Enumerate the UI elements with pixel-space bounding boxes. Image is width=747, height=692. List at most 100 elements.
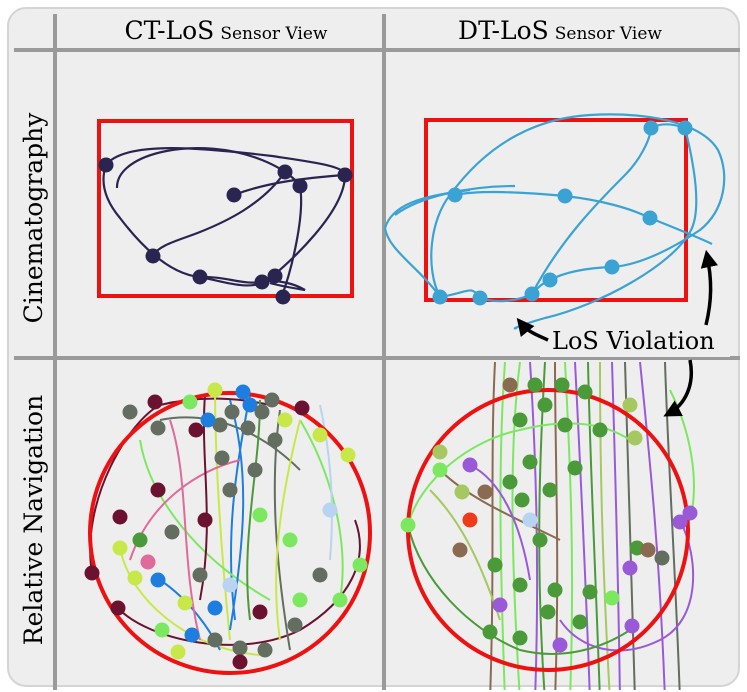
waypoint — [604, 590, 620, 606]
waypoint — [200, 412, 216, 428]
waypoint — [170, 644, 186, 660]
waypoint — [232, 640, 248, 656]
waypoint — [552, 637, 568, 653]
waypoint — [572, 614, 588, 630]
waypoint — [312, 567, 328, 583]
waypoint — [267, 268, 283, 284]
waypoint — [627, 430, 643, 446]
waypoint — [624, 618, 640, 634]
waypoint — [226, 187, 242, 203]
waypoint — [522, 512, 538, 528]
waypoint — [192, 269, 208, 285]
waypoint — [642, 210, 658, 226]
row-header-relative-navigation: Relative Navigation — [19, 395, 48, 645]
waypoint — [547, 582, 563, 598]
waypoint — [84, 565, 100, 581]
waypoint — [214, 450, 230, 466]
waypoint — [352, 557, 368, 573]
waypoint — [322, 502, 338, 518]
waypoint — [432, 462, 448, 478]
waypoint — [482, 624, 498, 640]
waypoint — [235, 384, 251, 400]
waypoint — [462, 512, 478, 528]
waypoint — [154, 622, 170, 638]
waypoint — [492, 597, 508, 613]
waypoint — [557, 417, 573, 433]
waypoint — [640, 542, 656, 558]
waypoint — [122, 404, 138, 420]
waypoint — [312, 427, 328, 443]
waypoint — [542, 482, 558, 498]
waypoint — [677, 120, 693, 136]
waypoint — [340, 447, 356, 463]
waypoint — [254, 274, 270, 290]
waypoint — [643, 120, 659, 136]
cell-dt-relative-navigation — [400, 361, 698, 690]
los-violation-annotation: LoS Violation — [516, 249, 730, 417]
waypoint — [654, 550, 670, 566]
waypoint — [400, 517, 416, 533]
annotation-label: LoS Violation — [552, 327, 715, 355]
waypoint — [432, 289, 448, 305]
waypoint — [207, 382, 223, 398]
waypoint — [432, 444, 448, 460]
waypoint — [207, 632, 223, 648]
fov-circle-ct — [88, 391, 372, 675]
waypoint — [182, 394, 198, 410]
waypoint — [502, 474, 518, 490]
waypoint — [188, 422, 204, 438]
waypoint — [282, 532, 298, 548]
column-header-ct-sub: Sensor View — [220, 24, 328, 44]
waypoint — [554, 377, 570, 393]
waypoint — [145, 248, 161, 264]
waypoint — [150, 572, 166, 588]
waypoint — [197, 512, 213, 528]
waypoint — [540, 604, 556, 620]
waypoint — [582, 584, 598, 600]
waypoint — [292, 592, 308, 608]
waypoint — [164, 524, 180, 540]
waypoint — [140, 554, 156, 570]
ct-waypoints — [98, 157, 353, 305]
waypoint — [577, 384, 593, 400]
waypoint — [112, 509, 128, 525]
column-header-ct-main: CT-LoS — [125, 16, 215, 45]
waypoint — [512, 630, 528, 646]
annotation-background — [540, 325, 730, 357]
waypoint — [132, 532, 148, 548]
row-header-cinematography: Cinematography — [19, 112, 48, 324]
waypoint — [454, 484, 470, 500]
waypoint — [192, 567, 208, 583]
waypoint — [150, 482, 166, 498]
waypoint — [524, 286, 540, 302]
waypoint — [184, 627, 200, 643]
waypoint — [212, 417, 228, 433]
waypoint — [232, 654, 248, 670]
waypoint — [672, 514, 688, 530]
waypoint — [222, 577, 238, 593]
waypoint — [527, 377, 543, 393]
waypoint — [332, 592, 348, 608]
waypoint — [292, 178, 308, 194]
waypoint — [622, 560, 638, 576]
waypoint — [502, 377, 518, 393]
curved-arrow-icon — [663, 359, 693, 417]
waypoint — [112, 540, 128, 556]
waypoint — [177, 595, 193, 611]
waypoint — [240, 420, 256, 436]
waypoint — [487, 557, 503, 573]
waypoint — [462, 457, 478, 473]
waypoint — [264, 392, 280, 408]
waypoint — [447, 187, 463, 203]
waypoint — [147, 394, 163, 410]
grid-lines — [14, 14, 740, 690]
waypoint — [207, 600, 223, 616]
waypoint — [287, 617, 303, 633]
waypoint — [477, 484, 493, 500]
ct-relnav-waypoints — [84, 382, 368, 670]
column-header-dt-main: DT-LoS — [458, 16, 549, 45]
waypoint — [222, 482, 238, 498]
waypoint — [512, 577, 528, 593]
